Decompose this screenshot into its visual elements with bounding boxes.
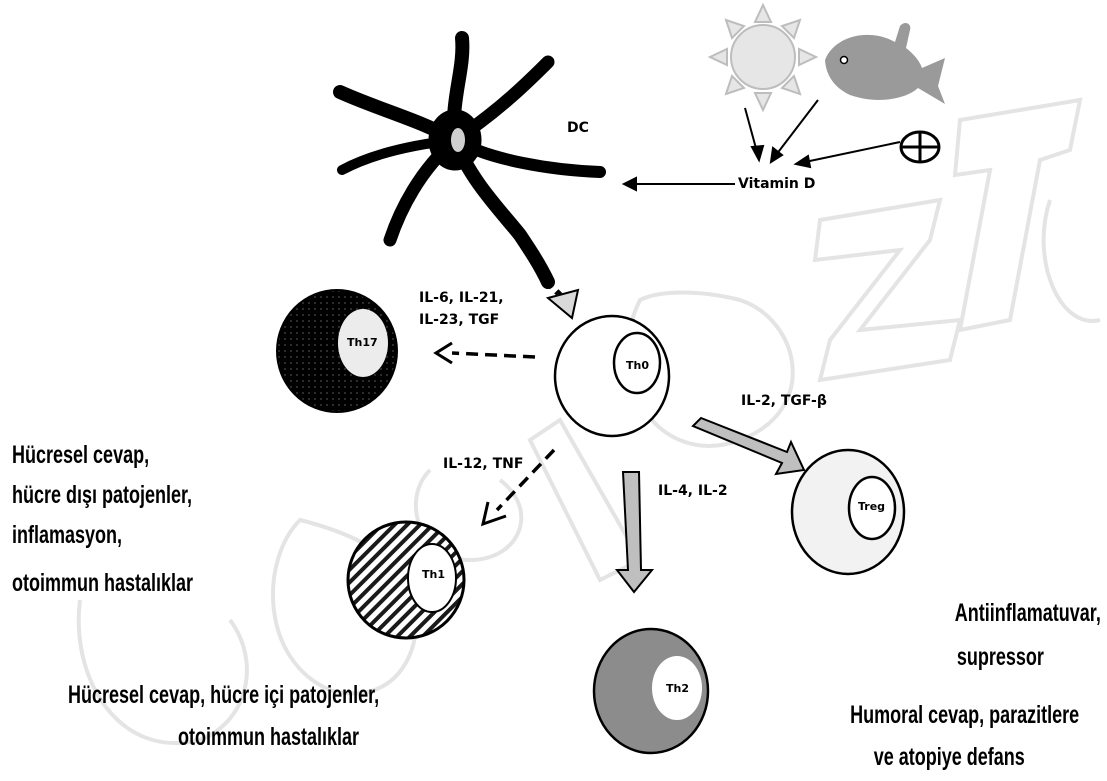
th1-description-line1: Hücresel cevap, hücre içi patojenler, (68, 680, 379, 710)
th17-description-line1: Hücresel cevap, (12, 440, 149, 470)
th0-to-th17-arrow (436, 343, 535, 363)
th0-label: Th0 (626, 359, 649, 372)
th17-description-line2: hücre dışı patojenler, (12, 480, 192, 510)
th1-label: Th1 (422, 568, 445, 581)
th2-description-line2: ve atopiye defans (874, 742, 1025, 772)
th0-cell (555, 316, 669, 436)
treg-description-line2: supressor (957, 642, 1044, 672)
th17-cytokines-line1: IL-6, IL-21, (419, 290, 504, 306)
th2-cytokines: IL-4, IL-2 (658, 483, 728, 499)
food-plate-icon (901, 132, 939, 162)
th2-cell (594, 629, 708, 753)
th2-label: Th2 (666, 682, 689, 695)
th17-description-line4: otoimmun hastalıklar (12, 568, 193, 598)
treg-label: Treg (858, 500, 885, 513)
th17-description-line3: inflamasyon, (12, 520, 122, 550)
th2-description-line1: Humoral cevap, parazitlere (850, 700, 1079, 730)
th1-cytokines: IL-12, TNF (443, 456, 523, 472)
th17-cytokines-line2: IL-23, TGF (419, 312, 499, 328)
dc-to-th0-arrow (545, 280, 578, 318)
vitamin-d-label: Vitamin D (738, 176, 815, 192)
th17-label: Th17 (347, 336, 378, 349)
dc-label: DC (567, 120, 589, 136)
treg-cytokines: IL-2, TGF-β (741, 393, 827, 409)
treg-description-line1: Antiinflamatuvar, (955, 598, 1101, 628)
treg-cell (792, 450, 904, 574)
sun-icon (710, 5, 816, 110)
th1-description-line2: otoimmun hastalıklar (178, 722, 359, 752)
th1-cell (348, 522, 464, 638)
th17-cell (277, 290, 397, 412)
dendritic-cell (340, 38, 600, 282)
fish-icon (825, 23, 945, 104)
